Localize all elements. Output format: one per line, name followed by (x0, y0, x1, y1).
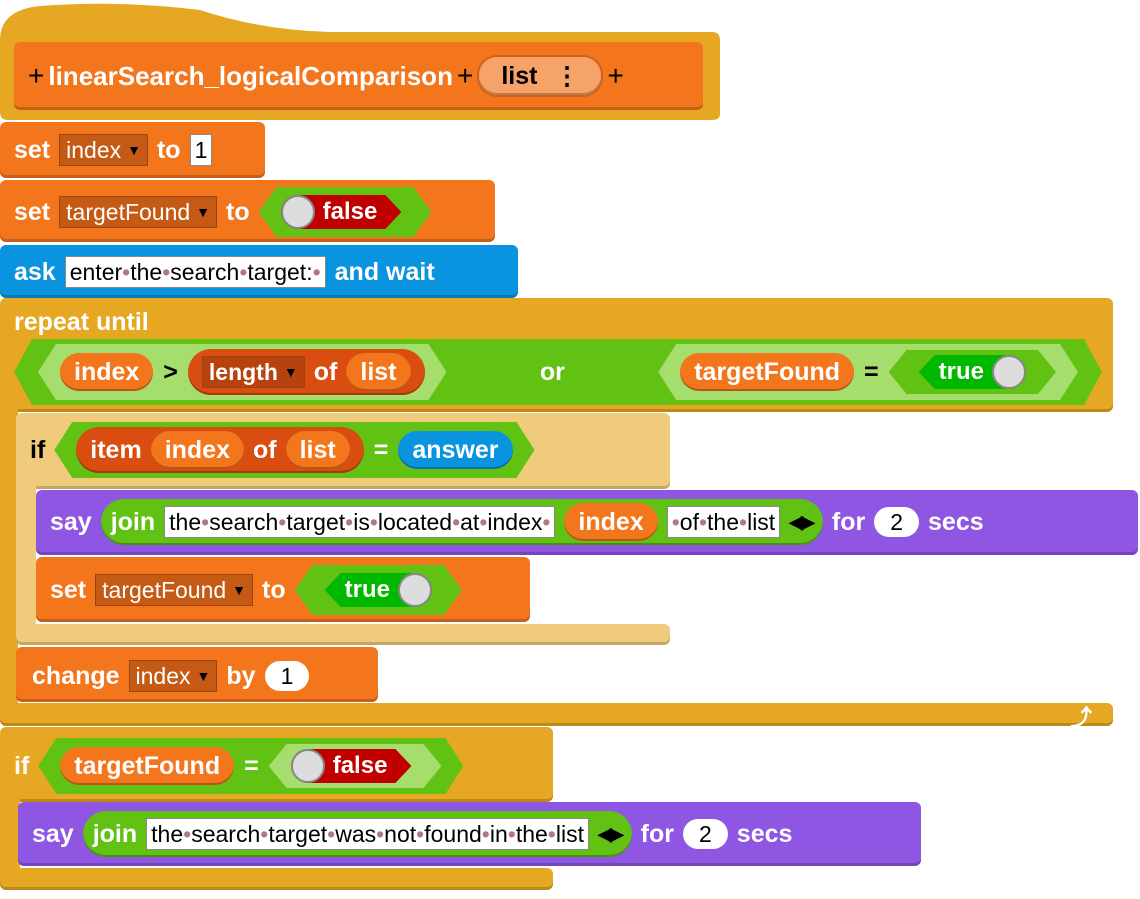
param-menu-icon[interactable]: ⋮ (554, 62, 580, 90)
secs-input[interactable]: 2 (874, 507, 920, 537)
ask-label: ask (14, 257, 56, 286)
if-arm (0, 790, 20, 880)
false-toggle[interactable]: false (291, 749, 412, 783)
value-input[interactable]: 1 (189, 134, 213, 166)
boolean-slot[interactable]: false (269, 744, 442, 788)
and-wait-label: and wait (334, 257, 435, 286)
var-targetfound[interactable]: targetFound (680, 353, 854, 391)
equals-block[interactable]: targetFound = false (38, 738, 463, 794)
greater-than-block[interactable]: index > length▼ of list (38, 344, 447, 400)
dropdown-arrow-icon: ▼ (196, 204, 211, 220)
dropdown-arrow-icon: ▼ (127, 142, 141, 158)
true-toggle[interactable]: true (919, 355, 1026, 389)
equals-block[interactable]: targetFound = true (658, 344, 1078, 400)
toggle-knob-icon (398, 573, 432, 607)
answer-reporter[interactable]: answer (398, 431, 512, 469)
dropdown-arrow-icon: ▼ (232, 582, 247, 598)
add-input-plus[interactable]: + (456, 60, 474, 91)
var-dropdown[interactable]: targetFound▼ (95, 574, 254, 606)
change-label: change (32, 661, 120, 690)
toggle-knob-icon (281, 195, 315, 229)
to-label: to (156, 135, 181, 164)
boolean-slot[interactable]: false (259, 187, 432, 237)
by-value-input[interactable]: 1 (264, 661, 310, 691)
var-targetfound[interactable]: targetFound (60, 747, 234, 785)
secs-input[interactable]: 2 (683, 819, 728, 849)
for-label: for (831, 507, 866, 536)
var-list[interactable]: list (346, 353, 410, 391)
var-dropdown[interactable]: targetFound▼ (59, 196, 218, 228)
eq-label: = (864, 357, 879, 386)
secs-label: secs (736, 819, 793, 848)
repeat-until-label: repeat until (14, 307, 149, 336)
true-toggle[interactable]: true (325, 573, 432, 607)
dropdown-arrow-icon: ▼ (283, 364, 298, 380)
repeat-arm (0, 400, 18, 710)
to-label: to (226, 197, 250, 226)
repeat-bottom (0, 703, 1113, 726)
var-index[interactable]: index (564, 503, 658, 541)
false-toggle[interactable]: false (281, 195, 402, 229)
eq-label: = (373, 435, 389, 464)
boolean-slot[interactable]: true (889, 350, 1056, 394)
arrows-icon[interactable]: ◀▶ (789, 511, 815, 532)
secs-label: secs (928, 507, 984, 536)
by-label: by (226, 661, 256, 690)
say-label: say (32, 819, 74, 848)
add-input-plus[interactable]: + (607, 60, 624, 91)
dropdown-arrow-icon: ▼ (196, 668, 211, 684)
if-label: if (14, 751, 30, 780)
length-of-block[interactable]: length▼ of list (188, 349, 425, 395)
loop-arrow-icon: ⤴ (1070, 705, 1093, 730)
var-dropdown[interactable]: index▼ (128, 660, 218, 692)
if-bottom (0, 868, 553, 890)
length-dropdown[interactable]: length▼ (202, 356, 305, 388)
var-list[interactable]: list (286, 431, 350, 469)
join-label: join (92, 819, 138, 848)
join-text-input[interactable]: •of•the•list (666, 506, 781, 538)
gt-label: > (163, 357, 178, 386)
say-label: say (50, 507, 92, 536)
ask-prompt-input[interactable]: enter•the•search•target:• (64, 256, 326, 288)
param-label: list (501, 61, 538, 90)
equals-block[interactable]: item index of list = answer (54, 422, 534, 478)
join-label: join (110, 507, 156, 536)
toggle-knob-icon (992, 355, 1026, 389)
var-index[interactable]: index (60, 353, 153, 391)
set-label: set (14, 135, 51, 164)
of-label: of (313, 357, 338, 386)
or-label: or (539, 357, 565, 386)
arrows-icon[interactable]: ◀▶ (597, 823, 624, 844)
item-label: item (90, 435, 142, 464)
join-block[interactable]: join the•search•target•was•not•found•in•… (82, 811, 632, 857)
join-text-input[interactable]: the•search•target•is•located•at•index• (164, 506, 556, 538)
join-block[interactable]: join the•search•target•is•located•at•ind… (100, 499, 823, 545)
to-label: to (262, 575, 286, 604)
item-of-block[interactable]: item index of list (76, 427, 363, 473)
set-label: set (14, 197, 51, 226)
if-arm (16, 480, 36, 630)
if-label: if (30, 435, 46, 464)
var-index[interactable]: index (151, 431, 244, 469)
eq-label: = (244, 751, 259, 780)
if-bottom (16, 624, 670, 645)
var-dropdown[interactable]: index▼ (59, 134, 148, 166)
or-block[interactable]: index > length▼ of list or targetFound =… (14, 339, 1102, 405)
add-input-plus[interactable]: + (28, 60, 45, 91)
set-label: set (50, 575, 87, 604)
param-list[interactable]: list ⋮ (477, 55, 604, 97)
join-text-input[interactable]: the•search•target•was•not•found•in•the•l… (146, 818, 589, 850)
toggle-knob-icon (291, 749, 325, 783)
custom-block-name[interactable]: linearSearch_logicalComparison (48, 60, 453, 91)
of-label: of (252, 435, 277, 464)
for-label: for (640, 819, 674, 848)
boolean-slot[interactable]: true (295, 565, 462, 615)
